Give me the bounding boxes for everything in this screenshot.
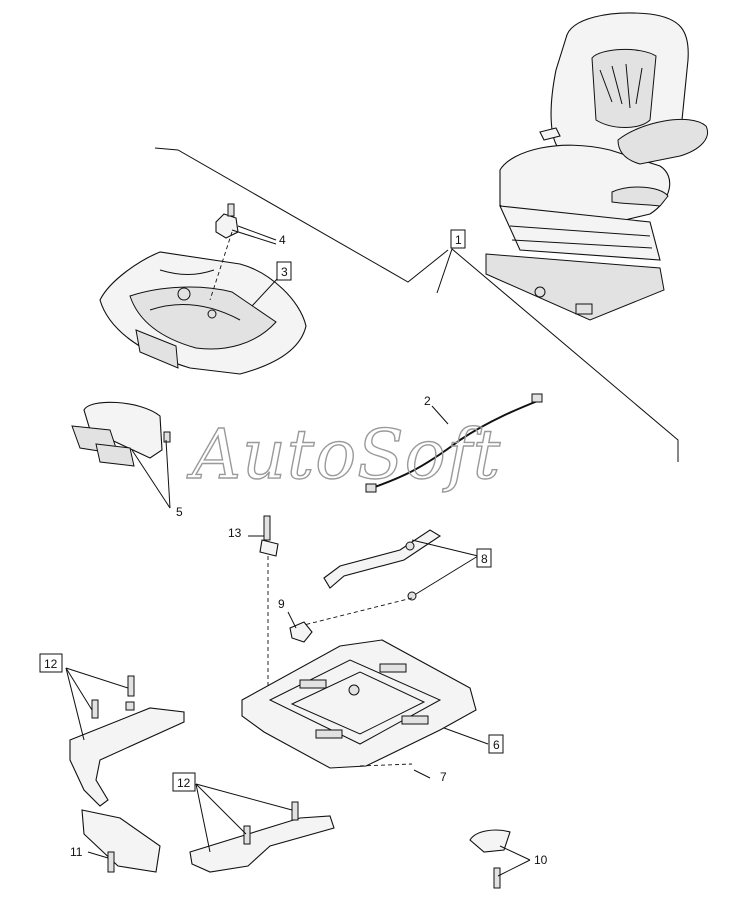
callout-label: 6 xyxy=(493,738,500,752)
seat-cushion xyxy=(99,251,307,375)
watermark-text: AutoSoft xyxy=(186,416,501,495)
callout-8: 8 xyxy=(476,548,492,568)
callout-4: 4 xyxy=(279,233,286,247)
plate-10 xyxy=(469,829,511,889)
latch-9 xyxy=(289,621,313,643)
callout-10: 10 xyxy=(534,853,548,867)
callout-6: 6 xyxy=(488,734,504,754)
callout-9: 9 xyxy=(278,597,285,611)
callout-5: 5 xyxy=(176,505,183,519)
wire-harness-2 xyxy=(365,393,543,493)
callout-2: 2 xyxy=(424,394,431,408)
callout-label: 12 xyxy=(44,657,58,671)
callout-label: 1 xyxy=(455,233,462,247)
callout-7: 7 xyxy=(440,770,447,784)
callout-label: 8 xyxy=(481,552,488,566)
callout-label: 12 xyxy=(177,776,191,790)
armrest-parts-5 xyxy=(71,401,171,467)
callout-label: 3 xyxy=(281,265,288,279)
callout-1: 1 xyxy=(450,229,466,249)
callout-leaders xyxy=(65,225,531,877)
rail-part-11 xyxy=(81,809,161,873)
rail-right-lower xyxy=(189,801,335,873)
rail-left-upper xyxy=(69,675,185,807)
callout-3: 3 xyxy=(276,261,292,281)
callout-12-upper: 12 xyxy=(39,653,63,673)
callout-13: 13 xyxy=(228,526,242,540)
section-leader-lines xyxy=(154,147,679,462)
seat-assembly xyxy=(485,12,708,321)
base-plate-6 xyxy=(241,639,477,769)
callout-12-lower: 12 xyxy=(172,772,196,792)
callout-11: 11 xyxy=(70,845,83,859)
adjust-rod-8 xyxy=(299,529,442,627)
